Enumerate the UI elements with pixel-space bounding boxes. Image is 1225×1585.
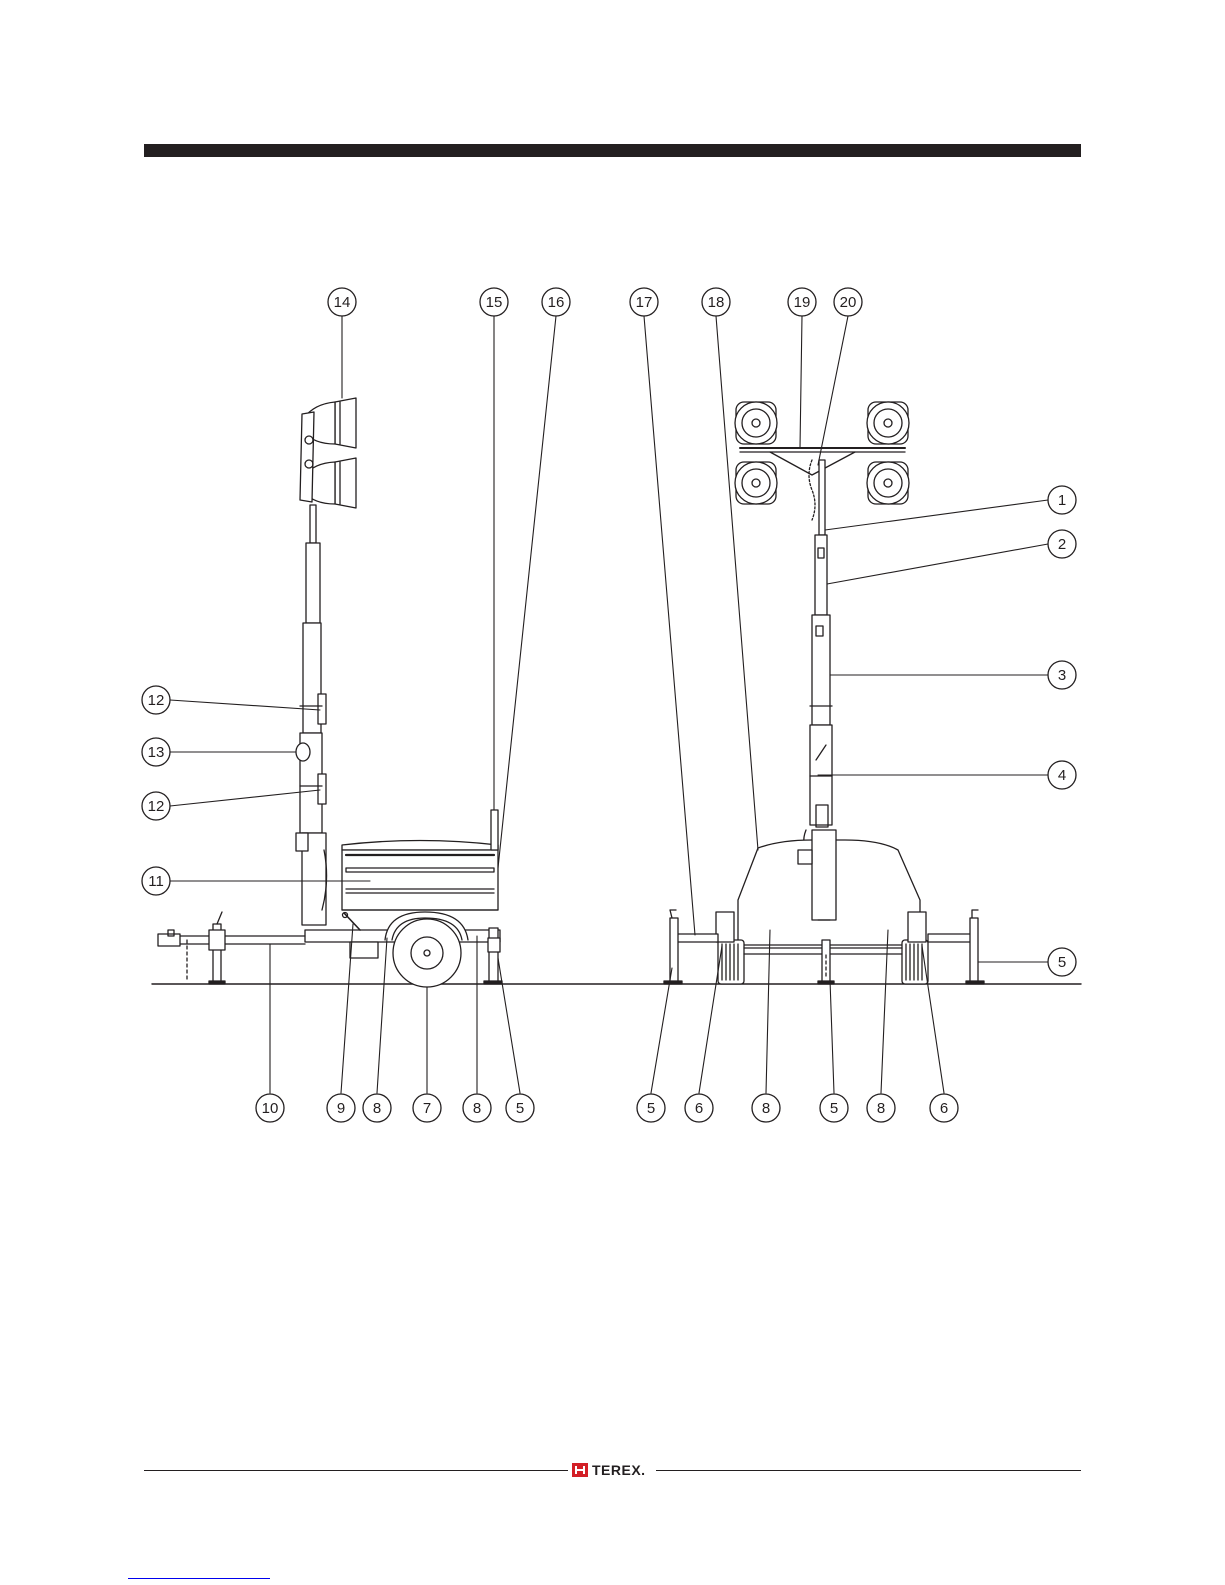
svg-text:15: 15: [486, 294, 503, 311]
svg-text:4: 4: [1058, 767, 1066, 784]
side-exhaust-stack: [491, 810, 498, 850]
callout-circles: 14 15 16 17 18 19 20 1 2 3 4 5 12 13 12 …: [142, 288, 1076, 1122]
rear-outrigger-right: [928, 934, 974, 942]
svg-text:5: 5: [1058, 954, 1066, 971]
callout-8-a: 8: [363, 1094, 391, 1122]
svg-text:10: 10: [262, 1100, 279, 1117]
callout-15: 15: [480, 288, 508, 316]
svg-text:7: 7: [423, 1100, 431, 1117]
callout-20: 20: [834, 288, 862, 316]
callout-5-a: 5: [506, 1094, 534, 1122]
svg-text:1: 1: [1058, 492, 1066, 509]
callout-18: 18: [702, 288, 730, 316]
side-mast-section-1: [306, 543, 320, 623]
callout-11: 11: [142, 867, 170, 895]
callout-13: 13: [142, 738, 170, 766]
svg-text:3: 3: [1058, 667, 1066, 684]
terex-logo-icon: [572, 1463, 588, 1477]
svg-text:13: 13: [148, 744, 165, 761]
callout-8-d: 8: [867, 1094, 895, 1122]
callout-1: 1: [1048, 486, 1076, 514]
svg-text:18: 18: [708, 294, 725, 311]
rear-lamp-bottom-right: [867, 462, 909, 504]
svg-text:6: 6: [695, 1100, 703, 1117]
side-wheel: [393, 919, 461, 987]
svg-text:12: 12: [148, 798, 165, 815]
svg-text:19: 19: [794, 294, 811, 311]
svg-text:5: 5: [516, 1100, 524, 1117]
callout-5-right: 5: [1048, 948, 1076, 976]
rear-lamp-top-right: [867, 402, 909, 444]
callout-4: 4: [1048, 761, 1076, 789]
bottom-link-underline[interactable]: [128, 1578, 270, 1579]
footer-logo: TEREX.: [572, 1462, 646, 1478]
rear-view: [664, 402, 984, 984]
callout-6-a: 6: [685, 1094, 713, 1122]
svg-text:9: 9: [337, 1100, 345, 1117]
callout-16: 16: [542, 288, 570, 316]
svg-text:5: 5: [830, 1100, 838, 1117]
svg-text:11: 11: [148, 873, 164, 890]
rear-jack-right: [970, 918, 978, 982]
callout-5-c: 5: [820, 1094, 848, 1122]
side-mast-top: [310, 505, 316, 543]
svg-text:5: 5: [647, 1100, 655, 1117]
footer-rule-left: [144, 1470, 568, 1471]
svg-text:16: 16: [548, 294, 565, 311]
callout-12-lower: 12: [142, 792, 170, 820]
callout-10: 10: [256, 1094, 284, 1122]
footer-rule-right: [656, 1470, 1081, 1471]
rear-mast-section-2: [815, 535, 827, 615]
callout-3: 3: [1048, 661, 1076, 689]
callout-8-b: 8: [463, 1094, 491, 1122]
footer-brand: TEREX.: [592, 1462, 646, 1478]
svg-text:2: 2: [1058, 536, 1066, 553]
callout-19: 19: [788, 288, 816, 316]
rear-mast-section-3: [812, 615, 830, 725]
svg-text:14: 14: [334, 294, 351, 311]
rear-mast-section-1: [819, 460, 825, 535]
svg-text:6: 6: [940, 1100, 948, 1117]
callout-8-c: 8: [752, 1094, 780, 1122]
callout-2: 2: [1048, 530, 1076, 558]
svg-text:8: 8: [877, 1100, 885, 1117]
side-rear-jack: [489, 928, 498, 982]
callout-6-b: 6: [930, 1094, 958, 1122]
callout-7: 7: [413, 1094, 441, 1122]
svg-text:8: 8: [373, 1100, 381, 1117]
callout-5-b: 5: [637, 1094, 665, 1122]
svg-text:8: 8: [762, 1100, 770, 1117]
svg-text:8: 8: [473, 1100, 481, 1117]
rear-mast-base: [812, 830, 836, 920]
callout-12-upper: 12: [142, 686, 170, 714]
callout-17: 17: [630, 288, 658, 316]
rear-lamp-bottom-left: [735, 462, 777, 504]
rear-lamp-top-left: [735, 402, 777, 444]
svg-text:17: 17: [636, 294, 653, 311]
callout-9: 9: [327, 1094, 355, 1122]
side-winch-bracket: [296, 743, 310, 761]
svg-text:12: 12: [148, 692, 165, 709]
callout-14: 14: [328, 288, 356, 316]
svg-text:20: 20: [840, 294, 857, 311]
side-view: [158, 398, 502, 987]
side-canopy: [342, 841, 498, 911]
